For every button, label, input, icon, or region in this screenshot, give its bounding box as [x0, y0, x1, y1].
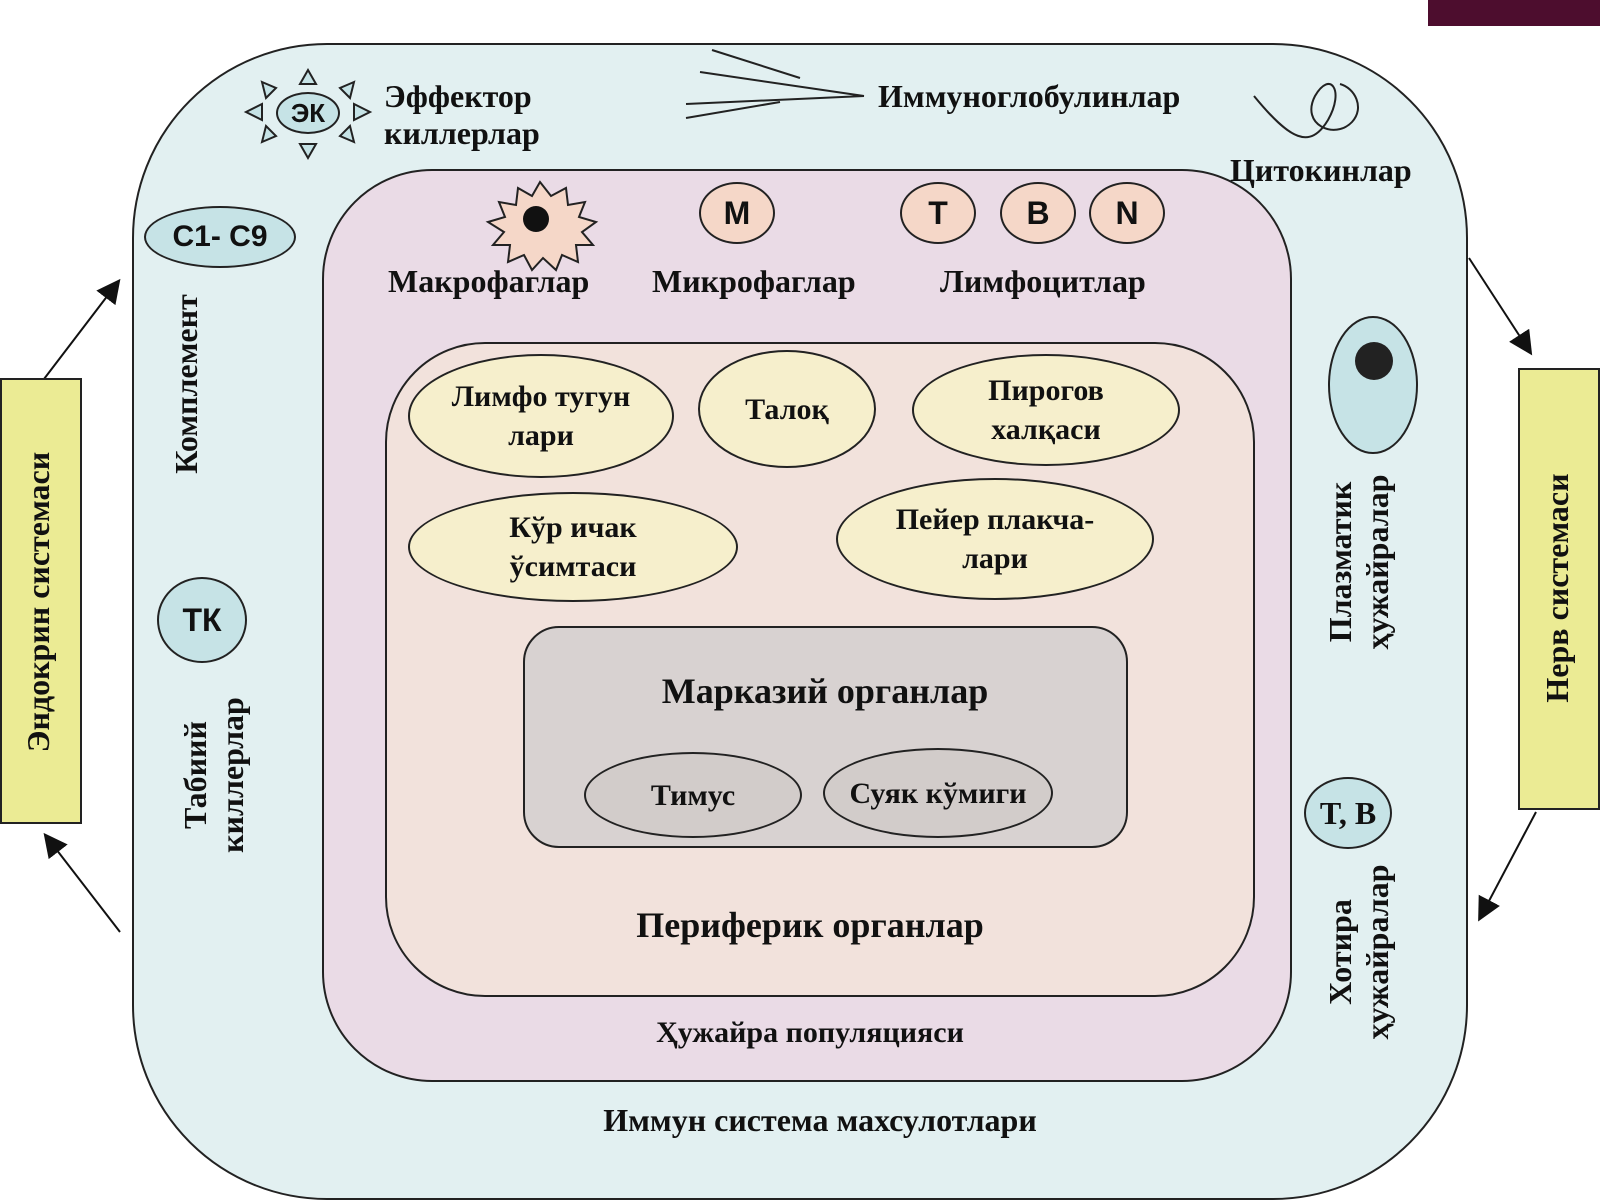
- macrophages-label: Макрофаглар: [388, 263, 590, 299]
- nervous-system-label: Нерв системаси: [1539, 473, 1575, 703]
- organ-appendix: Кўр ичак ўсимтаси: [408, 492, 738, 602]
- central-organs-label: Марказий органлар: [661, 671, 989, 711]
- natural-killers-line2: киллерлар: [213, 697, 250, 853]
- immunoglobulins-label: Иммуноглобулинлар: [878, 78, 1181, 114]
- organ-pirogov-ring: Пирогов халқаси: [912, 354, 1180, 466]
- organ-bone-marrow: Суяк кўмиги: [823, 748, 1053, 838]
- lymphocyte-n-badge: N: [1089, 182, 1165, 244]
- organ-spleen: Талоқ: [698, 350, 876, 468]
- lymphocyte-b-badge: B: [1000, 182, 1076, 244]
- effector-killers-label: Эффектор киллерлар: [384, 78, 540, 152]
- effector-line1: Эффектор: [384, 78, 532, 114]
- organ-lymph-nodes: Лимфо тугун лари: [408, 354, 674, 478]
- organ-line2: лари: [962, 542, 1028, 575]
- cell-population-label: Ҳужайра популяцияси: [656, 1016, 964, 1049]
- cytokine-icon: [1253, 83, 1359, 139]
- plasma-cells-line1: Плазматик: [1322, 481, 1358, 643]
- memory-cells-line2: ҳужайралар: [1358, 864, 1395, 1040]
- endocrine-system-box: [0, 378, 82, 824]
- organ-line1: Пейер плакча-: [895, 503, 1095, 536]
- plasma-cells-line2: ҳужайралар: [1358, 474, 1395, 650]
- plasma-cells-label: Плазматик ҳужайралар: [1322, 462, 1402, 662]
- corner-bar: [1428, 0, 1600, 26]
- organ-line1: Талоқ: [745, 392, 829, 426]
- organ-peyer-patches: Пейер плакча- лари: [836, 478, 1154, 600]
- natural-killers-label: Табиий киллерлар: [177, 675, 257, 875]
- microphage-badge: M: [699, 182, 775, 244]
- lymphocyte-t-badge: T: [900, 182, 976, 244]
- nervous-system-box: [1518, 368, 1600, 810]
- organ-line1: Пирогов: [988, 374, 1104, 407]
- complement-label: Комплемент: [168, 294, 204, 474]
- complement-badge: C1- C9: [144, 206, 296, 268]
- organ-line1: Лимфо тугун: [451, 380, 631, 413]
- organ-line2: лари: [508, 419, 574, 452]
- peripheral-organs-label: Периферик органлар: [636, 905, 984, 945]
- organ-line2: ўсимтаси: [509, 550, 637, 583]
- memory-cell-badge: T, B: [1304, 777, 1392, 849]
- organ-line2: халқаси: [991, 413, 1101, 446]
- effector-line2: киллерлар: [384, 114, 540, 151]
- organ-line1: Кўр ичак: [509, 511, 637, 544]
- natural-killer-badge: ТК: [157, 577, 247, 663]
- effector-killer-badge: ЭК: [276, 92, 340, 134]
- microphages-label: Микрофаглар: [652, 263, 856, 299]
- immune-products-label: Иммун система махсулотлари: [603, 1102, 1037, 1138]
- natural-killers-line1: Табиий: [177, 721, 213, 829]
- memory-cells-line1: Хотира: [1322, 899, 1358, 1005]
- endocrine-system-label: Эндокрин системаси: [20, 451, 56, 753]
- cytokines-label: Цитокинлар: [1230, 152, 1412, 188]
- effector-killer-icon: [243, 67, 373, 161]
- plasma-cell-icon: [1328, 316, 1418, 454]
- immunoglobulin-icon: [685, 49, 865, 119]
- organ-thymus: Тимус: [584, 752, 802, 838]
- lymphocytes-label: Лимфоцитлар: [940, 263, 1146, 299]
- memory-cells-label: Хотира ҳужайралар: [1322, 852, 1402, 1052]
